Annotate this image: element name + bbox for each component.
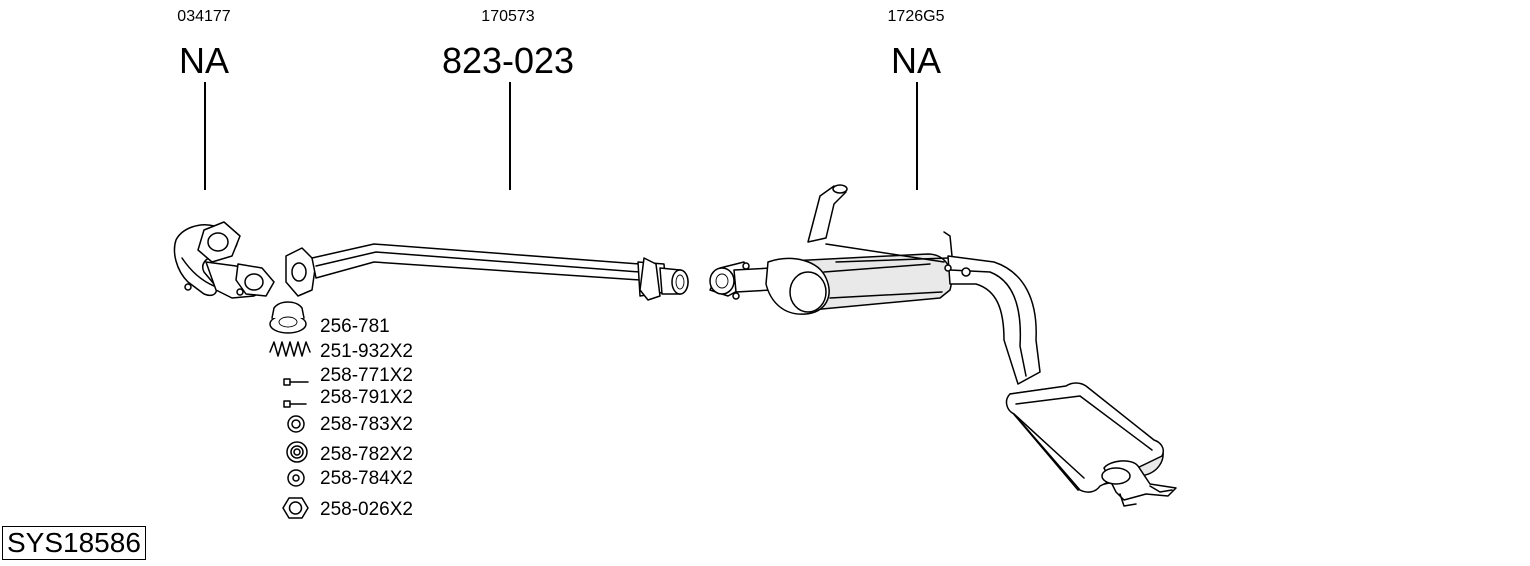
intermediate-pipe-drawing[interactable] [285, 243, 689, 301]
hex-nut-icon [282, 497, 309, 519]
rear-silencer-drawing[interactable] [709, 184, 1177, 507]
accessory-label[interactable]: 258-026X2 [320, 499, 413, 520]
part-3-ref: 1726G5 [887, 8, 945, 25]
accessory-label[interactable]: 258-791X2 [320, 387, 413, 408]
washer-icon [287, 469, 305, 487]
part-1-number[interactable]: NA [178, 40, 230, 81]
part-1-ref: 034177 [177, 8, 231, 25]
part-2-number[interactable]: 823-023 [441, 40, 575, 81]
spring-icon [269, 341, 311, 357]
accessory-label[interactable]: 258-783X2 [320, 414, 413, 435]
accessory-label[interactable]: 251-932X2 [320, 341, 413, 362]
gasket-ring-icon [269, 301, 307, 334]
part-3-leader [916, 82, 918, 190]
bolt-icon [283, 378, 309, 386]
accessory-label[interactable]: 258-771X2 [320, 365, 413, 386]
accessory-label[interactable]: 258-782X2 [320, 444, 413, 465]
accessory-label[interactable]: 258-784X2 [320, 468, 413, 489]
system-code: SYS18586 [2, 526, 146, 560]
accessory-label[interactable]: 256-781 [320, 316, 390, 337]
part-2-leader [509, 82, 511, 190]
front-pipe-drawing[interactable] [173, 221, 275, 299]
part-3-number[interactable]: NA [890, 40, 942, 81]
part-2-ref: 170573 [481, 8, 535, 25]
bushing-icon [286, 441, 308, 463]
bolt-icon [283, 400, 307, 408]
part-1-leader [204, 82, 206, 190]
washer-icon [287, 415, 305, 433]
